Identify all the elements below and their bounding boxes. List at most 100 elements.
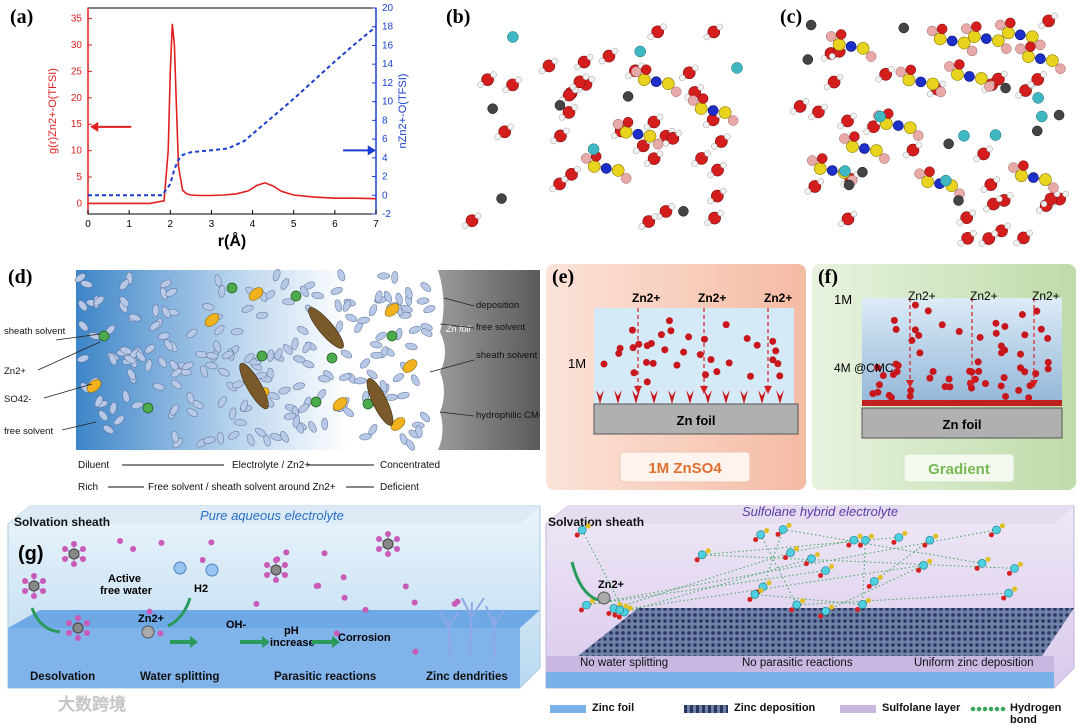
g-left-tank-top <box>8 506 540 524</box>
zn-ion-dot <box>926 374 934 382</box>
hydrogen-atom <box>939 80 947 88</box>
water-molecule <box>71 541 77 547</box>
sulfolane-molecule <box>894 533 904 542</box>
y-right-tick-label: -2 <box>382 209 391 220</box>
solvent-molecule <box>379 380 388 393</box>
zn-ion-dot <box>941 383 949 391</box>
hydrogen-atom <box>668 203 676 210</box>
zn-ion-dot <box>1032 370 1040 378</box>
hydrogen-atom <box>808 113 815 121</box>
solvent-molecule <box>423 305 436 314</box>
sulfur-atom <box>968 30 981 43</box>
sulfur-atom <box>856 42 870 55</box>
rdf-series-line <box>88 23 377 205</box>
oxygen-atom <box>640 64 652 75</box>
f-conc-bottom: 4M @CMC <box>834 361 894 375</box>
hydrogen-atom <box>875 76 882 83</box>
panel-f-label: (f) <box>818 266 838 288</box>
y-left-tick-label: 10 <box>71 146 83 157</box>
hydrogen-atom <box>707 197 714 205</box>
zn-ion-dot <box>890 316 898 324</box>
oxygen-atom <box>682 66 696 80</box>
panel-f-schematic: Zn foil 1M 4M @CMC Zn2+ Zn2+ Zn2+ Gradie… <box>834 289 1063 483</box>
zn-ion <box>226 282 238 294</box>
sulfur-atom <box>846 140 859 153</box>
hydrogen-atom <box>1062 190 1069 198</box>
dendrite-spike <box>596 390 604 404</box>
g-right-zinc-foil <box>546 672 1054 688</box>
solvent-molecule <box>218 285 226 298</box>
solvent-molecule <box>246 433 255 447</box>
nitrogen-atom <box>964 71 975 82</box>
sulfur-atom <box>800 598 806 604</box>
oxygen-atom <box>642 215 656 228</box>
solvent-molecule <box>165 288 178 297</box>
e-caption: 1M ZnSO4 <box>648 460 722 477</box>
fluorine-atom <box>935 86 947 98</box>
solvent-molecule <box>308 421 317 433</box>
zn-ion-dot <box>906 392 914 400</box>
solvent-molecule <box>280 278 290 290</box>
sulfolane-molecule <box>992 525 1001 535</box>
zn-ion-dot <box>642 358 650 366</box>
sulfolane-molecule <box>849 535 859 545</box>
g-legend: Zinc foil Zinc deposition Sulfolane laye… <box>550 702 1080 726</box>
x-tick-label: 2 <box>168 219 174 230</box>
solvent-molecule <box>366 369 378 379</box>
legend-sulfolane-swatch <box>840 705 876 713</box>
sulfur-atom <box>587 160 601 173</box>
sulfur-atom <box>902 530 908 536</box>
oxygen-atom <box>971 21 982 32</box>
sulfur-atom <box>985 556 991 562</box>
zn-ion-dot <box>974 358 982 366</box>
water-splitting-arrow <box>167 597 192 628</box>
solvent-molecule <box>280 431 289 443</box>
zinc-ion <box>507 31 519 43</box>
solvent-molecule <box>229 407 237 420</box>
y-right-tick-label: 20 <box>382 3 394 14</box>
cmc-chain <box>366 378 394 426</box>
solvent-molecule <box>405 342 418 351</box>
free-water-molecule <box>333 630 340 637</box>
g-step-no-parasitic: No parasitic reactions <box>742 657 853 669</box>
solvent-molecule <box>406 439 416 451</box>
hydrogen-bond <box>796 592 1009 606</box>
solvent-molecule <box>416 297 430 305</box>
carbon-atom <box>843 179 855 191</box>
dendrite-spike <box>632 390 640 404</box>
oxygen-atom <box>857 542 863 548</box>
zn-ion-dot <box>680 348 688 356</box>
solvent-molecule <box>119 296 130 307</box>
solvent-molecule <box>231 380 244 389</box>
free-water-molecule <box>158 539 165 546</box>
hydrogen-atom <box>638 223 645 230</box>
solvent-molecule <box>109 401 117 415</box>
sulfur-atom <box>933 32 947 46</box>
carbon-atom <box>898 22 910 34</box>
y-left-tick-label: 35 <box>71 14 83 25</box>
oxygen-atom <box>841 212 855 226</box>
solvent-molecule <box>408 325 421 334</box>
y-right-tick-label: 4 <box>382 153 388 164</box>
sulfur-atom <box>1046 54 1059 67</box>
legend-zinc-foil-swatch <box>550 705 586 713</box>
e-zn-foil <box>593 403 799 435</box>
hydrogen-atom <box>888 66 895 73</box>
solvent-molecule <box>282 298 295 306</box>
hydrogen-atom <box>1040 200 1048 208</box>
desolvation-arrow <box>30 607 61 634</box>
fluorine-atom <box>1048 182 1059 193</box>
hydrogen-atom <box>656 113 664 121</box>
zn-flux-arrowhead <box>764 386 772 394</box>
plot-frame <box>87 7 377 215</box>
oxygen-atom <box>974 565 980 571</box>
g-right-title: Sulfolane hybrid electrolyte <box>742 504 898 519</box>
dendrite-spike <box>704 390 712 404</box>
hydrogen-atom <box>991 230 998 237</box>
solvent-molecule <box>230 328 244 336</box>
x-tick-label: 5 <box>291 219 297 230</box>
free-water-molecule <box>321 550 328 557</box>
oxygen-atom <box>666 132 680 145</box>
oxygen-atom <box>879 67 892 81</box>
solvent-molecule <box>234 419 247 427</box>
